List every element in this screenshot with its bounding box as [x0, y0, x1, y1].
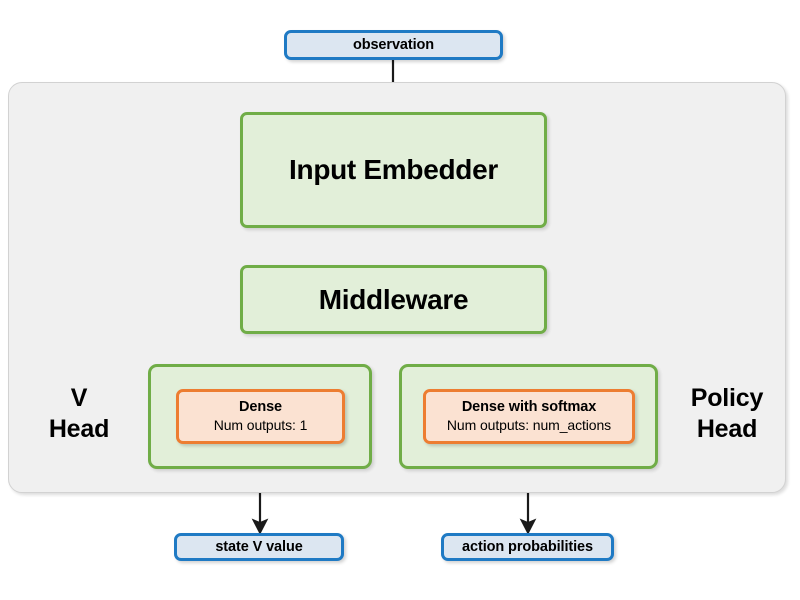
state-v-value-label: state V value: [215, 539, 303, 555]
input-embedder-node[interactable]: Input Embedder: [240, 112, 547, 228]
observation-label: observation: [352, 37, 435, 53]
v-head-dense-node[interactable]: Dense Num outputs: 1: [176, 389, 345, 444]
observation-node[interactable]: observation: [284, 30, 503, 60]
middleware-node[interactable]: Middleware: [240, 265, 547, 334]
policy-head-label: Policy Head: [664, 383, 790, 444]
v-head-label-line1: V: [70, 384, 88, 412]
v-head-label: V Head: [18, 383, 140, 444]
policy-head-label-line2: Head: [696, 414, 758, 443]
policy-head-dense-title: Dense with softmax: [461, 399, 597, 416]
policy-head-dense-subtitle: Num outputs: num_actions: [446, 416, 612, 433]
middleware-label: Middleware: [318, 283, 469, 315]
v-head-label-line2: Head: [48, 414, 110, 443]
v-head-dense-subtitle: Num outputs: 1: [213, 416, 308, 433]
policy-head-label-line1: Policy: [690, 384, 764, 412]
action-probabilities-label: action probabilities: [462, 539, 593, 555]
v-head-dense-title: Dense: [238, 399, 283, 416]
input-embedder-label: Input Embedder: [289, 154, 498, 185]
policy-head-dense-node[interactable]: Dense with softmax Num outputs: num_acti…: [423, 389, 635, 444]
state-v-value-node[interactable]: state V value: [174, 533, 344, 561]
action-probabilities-node[interactable]: action probabilities: [441, 533, 614, 561]
